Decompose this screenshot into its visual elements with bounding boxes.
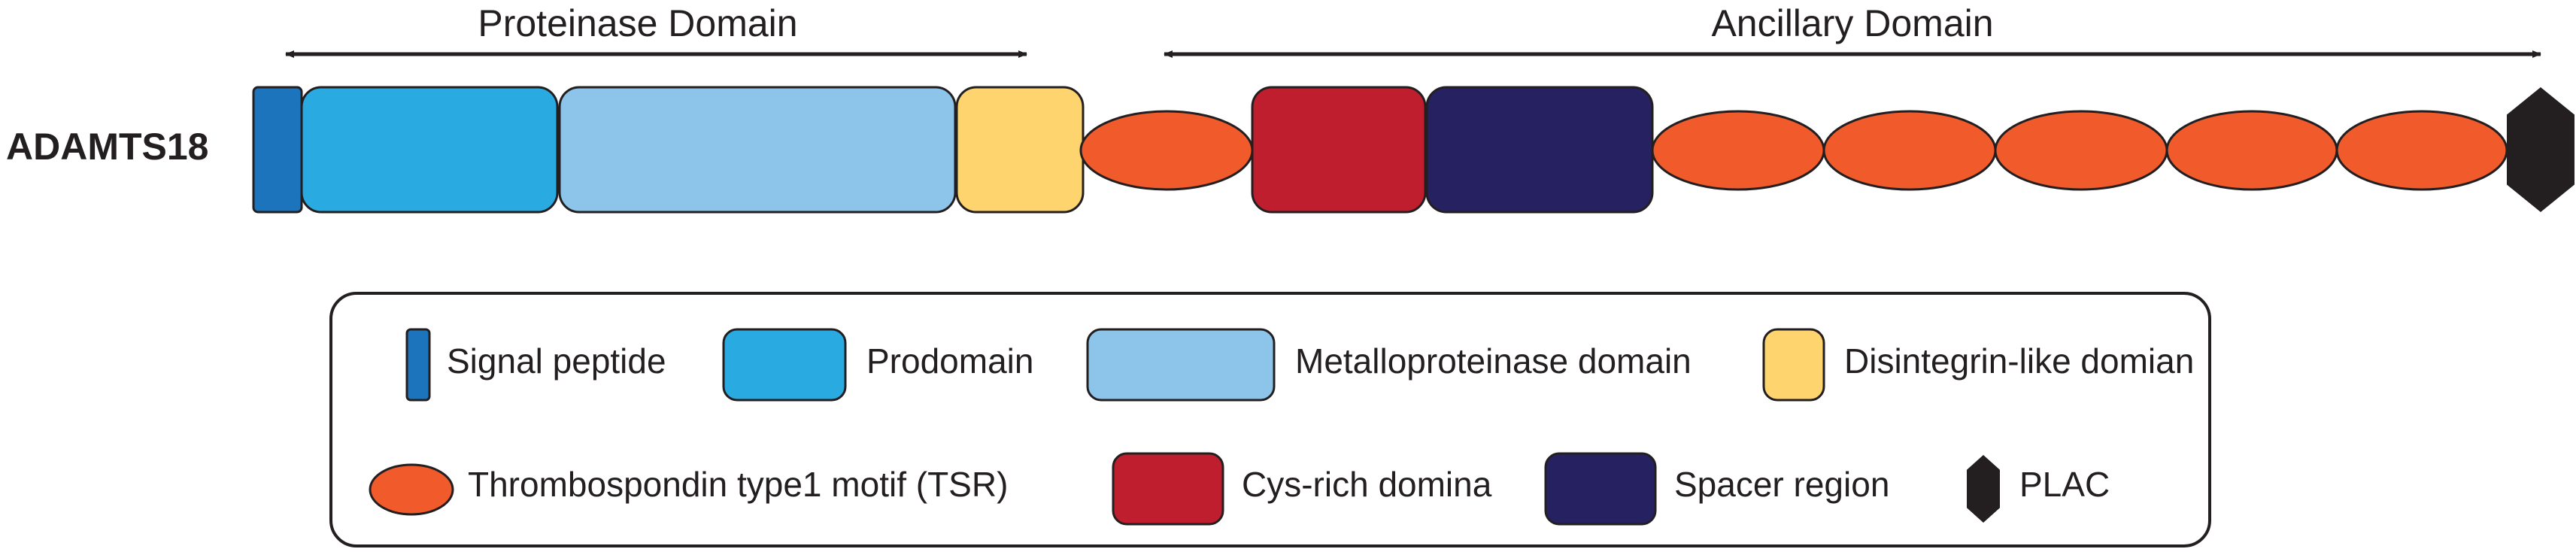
legend-item-cys-rich: Cys-rich domina — [1112, 452, 1492, 526]
legend: Signal peptide Prodomain Metalloproteinase… — [329, 292, 2211, 547]
legend-item-prodomain: Prodomain — [722, 328, 1033, 402]
domain-spacer-6 — [1425, 86, 1654, 214]
domain-plac-12 — [2507, 87, 2574, 212]
proteinase-region-label: Proteinase Domain — [478, 2, 797, 44]
domain-tsr-8 — [1822, 110, 1997, 191]
domain-tsr-11 — [2335, 110, 2508, 191]
domain-disintegrin-3 — [955, 86, 1085, 214]
legend-label-metalloproteinase: Metalloproteinase domain — [1295, 341, 1692, 381]
domain-metalloproteinase-2 — [558, 86, 957, 214]
legend-label-plac: PLAC — [2019, 465, 2110, 504]
legend-label-spacer: Spacer region — [1674, 465, 1889, 504]
legend-swatch-cys-rich — [1112, 452, 1224, 526]
legend-label-cys-rich: Cys-rich domina — [1242, 465, 1492, 504]
legend-swatch-metalloproteinase — [1086, 328, 1276, 402]
legend-label-disintegrin: Disintegrin-like domian — [1844, 341, 2194, 381]
legend-item-disintegrin: Disintegrin-like domian — [1762, 328, 2194, 402]
domain-tsr-4 — [1079, 110, 1254, 191]
legend-item-plac: PLAC — [1967, 455, 2110, 523]
proteinase-region-marker: Proteinase Domain — [285, 2, 1027, 58]
legend-item-metalloproteinase: Metalloproteinase domain — [1086, 328, 1692, 402]
legend-items: Signal peptide Prodomain Metalloproteinase… — [369, 328, 2194, 526]
domain-prodomain-1 — [300, 86, 559, 214]
legend-item-signal-peptide: Signal peptide — [405, 328, 666, 402]
legend-swatch-prodomain — [722, 328, 847, 402]
legend-swatch-tsr — [369, 463, 454, 516]
legend-item-spacer: Spacer region — [1544, 452, 1889, 526]
legend-swatch-spacer — [1544, 452, 1657, 526]
legend-swatch-plac — [1967, 455, 2000, 523]
domain-tsr-10 — [2165, 110, 2338, 191]
legend-label-tsr: Thrombospondin type1 motif (TSR) — [468, 465, 1008, 504]
domain-tsr-9 — [1994, 110, 2168, 191]
legend-label-prodomain: Prodomain — [866, 341, 1033, 381]
domain-cys-rich-5 — [1251, 86, 1427, 214]
legend-label-signal-peptide: Signal peptide — [447, 341, 666, 381]
domain-tsr-7 — [1651, 110, 1825, 191]
legend-swatch-disintegrin — [1762, 328, 1825, 402]
ancillary-region-marker: Ancillary Domain — [1164, 2, 2541, 58]
legend-item-tsr: Thrombospondin type1 motif (TSR) — [369, 463, 1008, 516]
legend-frame — [329, 292, 2211, 547]
domain-signal-peptide-0 — [252, 86, 303, 214]
domain-bar — [252, 86, 2574, 214]
ancillary-region-label: Ancillary Domain — [1711, 2, 1993, 44]
protein-name: ADAMTS18 — [6, 126, 208, 168]
legend-swatch-signal-peptide — [405, 328, 431, 402]
